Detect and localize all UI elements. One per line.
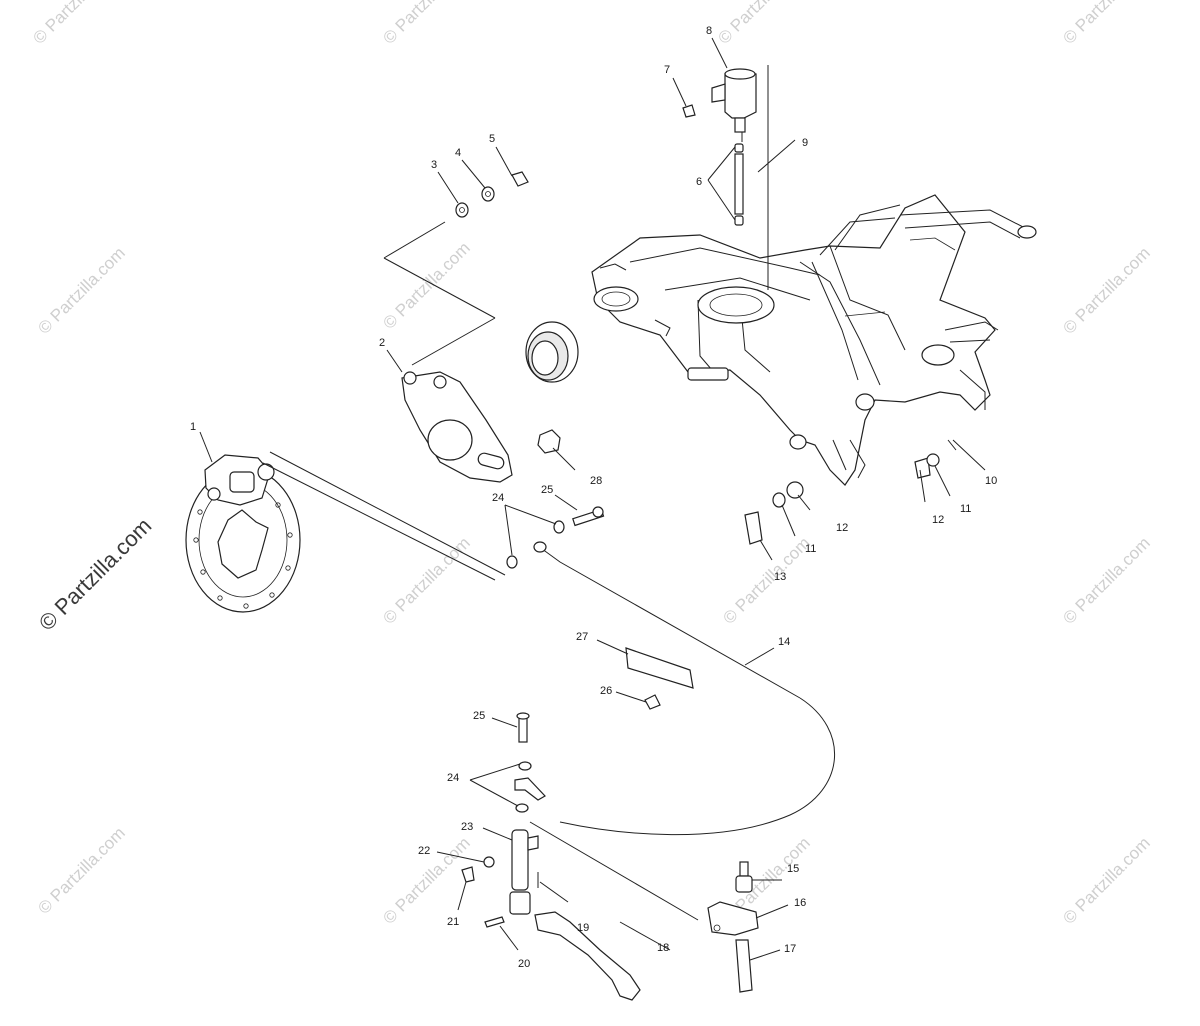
callout-26: 26 xyxy=(600,685,612,697)
callout-11: 11 xyxy=(805,543,816,555)
callout-17: 17 xyxy=(784,943,796,955)
callout-6: 6 xyxy=(696,176,702,188)
bearing-ring xyxy=(525,321,579,383)
watermark: © Partzilla.com xyxy=(1059,0,1153,48)
callout-14: 14 xyxy=(778,636,790,648)
caliper-bracket xyxy=(401,371,513,483)
watermark: © Partzilla.com xyxy=(34,823,128,917)
callout-4: 4 xyxy=(455,147,461,159)
watermark-prominent: © Partzilla.com xyxy=(34,513,157,636)
watermark: © Partzilla.com xyxy=(1059,243,1153,337)
callout-15: 15 xyxy=(787,863,799,875)
callout-12: 12 xyxy=(932,514,944,526)
callout-10: 10 xyxy=(985,475,997,487)
callout-1: 1 xyxy=(190,421,196,433)
callout-3: 3 xyxy=(431,159,437,171)
brake-caliper xyxy=(204,454,275,506)
callout-25: 25 xyxy=(473,710,485,722)
watermark: © Partzilla.com xyxy=(1059,833,1153,927)
callout-19: 19 xyxy=(577,922,589,934)
callout-27: 27 xyxy=(576,631,588,643)
callout-9: 9 xyxy=(802,137,808,149)
callout-25: 25 xyxy=(541,484,553,496)
watermark: © Partzilla.com xyxy=(714,0,808,48)
leader-lines xyxy=(199,37,986,961)
callout-13: 13 xyxy=(774,571,786,583)
callout-28: 28 xyxy=(590,475,602,487)
watermark-layer: © Partzilla.com © Partzilla.com © Partzi… xyxy=(29,0,1153,928)
watermark: © Partzilla.com xyxy=(719,533,813,627)
watermark: © Partzilla.com xyxy=(379,533,473,627)
callout-labels: 1 2 3 4 5 6 7 8 9 10 11 11 12 12 13 14 1… xyxy=(190,25,997,970)
callout-24: 24 xyxy=(447,772,459,784)
swing-arm-frame xyxy=(591,194,1037,486)
callout-11: 11 xyxy=(960,503,971,515)
watermark: © Partzilla.com xyxy=(379,0,473,48)
brake-disc xyxy=(185,467,301,613)
callout-20: 20 xyxy=(518,958,530,970)
brake-cable xyxy=(533,541,835,836)
callout-22: 22 xyxy=(418,845,430,857)
small-parts xyxy=(455,68,957,569)
watermark: © Partzilla.com xyxy=(34,243,128,337)
callout-5: 5 xyxy=(489,133,495,145)
callout-18: 18 xyxy=(657,942,669,954)
callout-24: 24 xyxy=(492,492,504,504)
callout-2: 2 xyxy=(379,337,385,349)
callout-21: 21 xyxy=(447,916,459,928)
callout-16: 16 xyxy=(794,897,806,909)
pedal-assembly xyxy=(461,712,759,1001)
watermark: © Partzilla.com xyxy=(29,0,123,48)
callout-7: 7 xyxy=(664,64,670,76)
watermark: © Partzilla.com xyxy=(1059,533,1153,627)
callout-12: 12 xyxy=(836,522,848,534)
callout-23: 23 xyxy=(461,821,473,833)
callout-8: 8 xyxy=(706,25,712,37)
